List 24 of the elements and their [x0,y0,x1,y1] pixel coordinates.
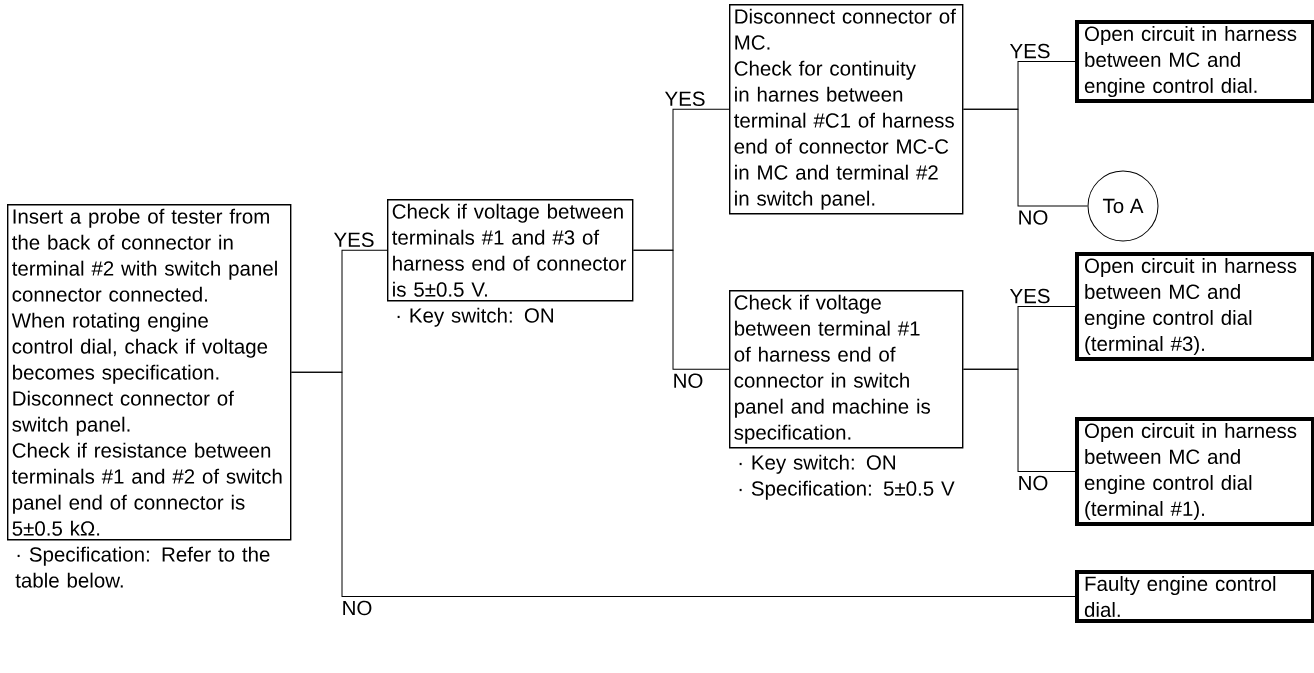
note-text: · Specification: Refer to the table below. [15,546,270,588]
edge-label: YES [1008,42,1052,60]
edge-label: YES [1008,287,1052,305]
edge-label: YES [663,90,707,108]
note-text: · Specification: 5±0.5 V [739,480,955,500]
connector-line [632,249,730,370]
result-box: Faulty engine control dial. [1075,570,1314,624]
note-text: · Key switch: ON [739,454,895,474]
edge-label: NO [1016,474,1050,492]
note-text: · Key switch: ON [397,307,553,327]
connector-line [962,368,1076,473]
check-box: Insert a probe of tester from the back of connector in terminal #2 with switch panel connector connected. When rotating engine control dial, chack if voltage becomes specification. Disconnect connector of switch panel. Check if resistance between terminals #1 and #2 of switch panel end of connector is 5±0.5 kΩ. [7,204,292,541]
check-box: Check if voltage between terminals #1 and #3 of harness end of connector is 5±0.5 V. [387,199,634,302]
edge-label: NO [1016,209,1050,226]
check-box: Check if voltage between terminal #1 of harness end of connector in switch panel and machine is specification. [729,290,964,449]
edge-label: NO [340,599,374,617]
check-box: Disconnect connector of MC. Check for continuity in harnes between terminal #C1 of harness end of connector MC-C in MC and terminal #2 in switch panel. [729,4,964,215]
connector-line [962,108,1088,207]
edge-label: YES [332,231,376,249]
result-box: Open circuit in harness between MC and engine control dial. [1075,20,1314,104]
result-box: Open circuit in harness between MC and engine control dial (terminal #3). [1075,252,1314,362]
result-box: Open circuit in harness between MC and engine control dial (terminal #1). [1075,417,1314,527]
connector-line [290,371,1076,598]
edge-label: NO [671,372,705,389]
